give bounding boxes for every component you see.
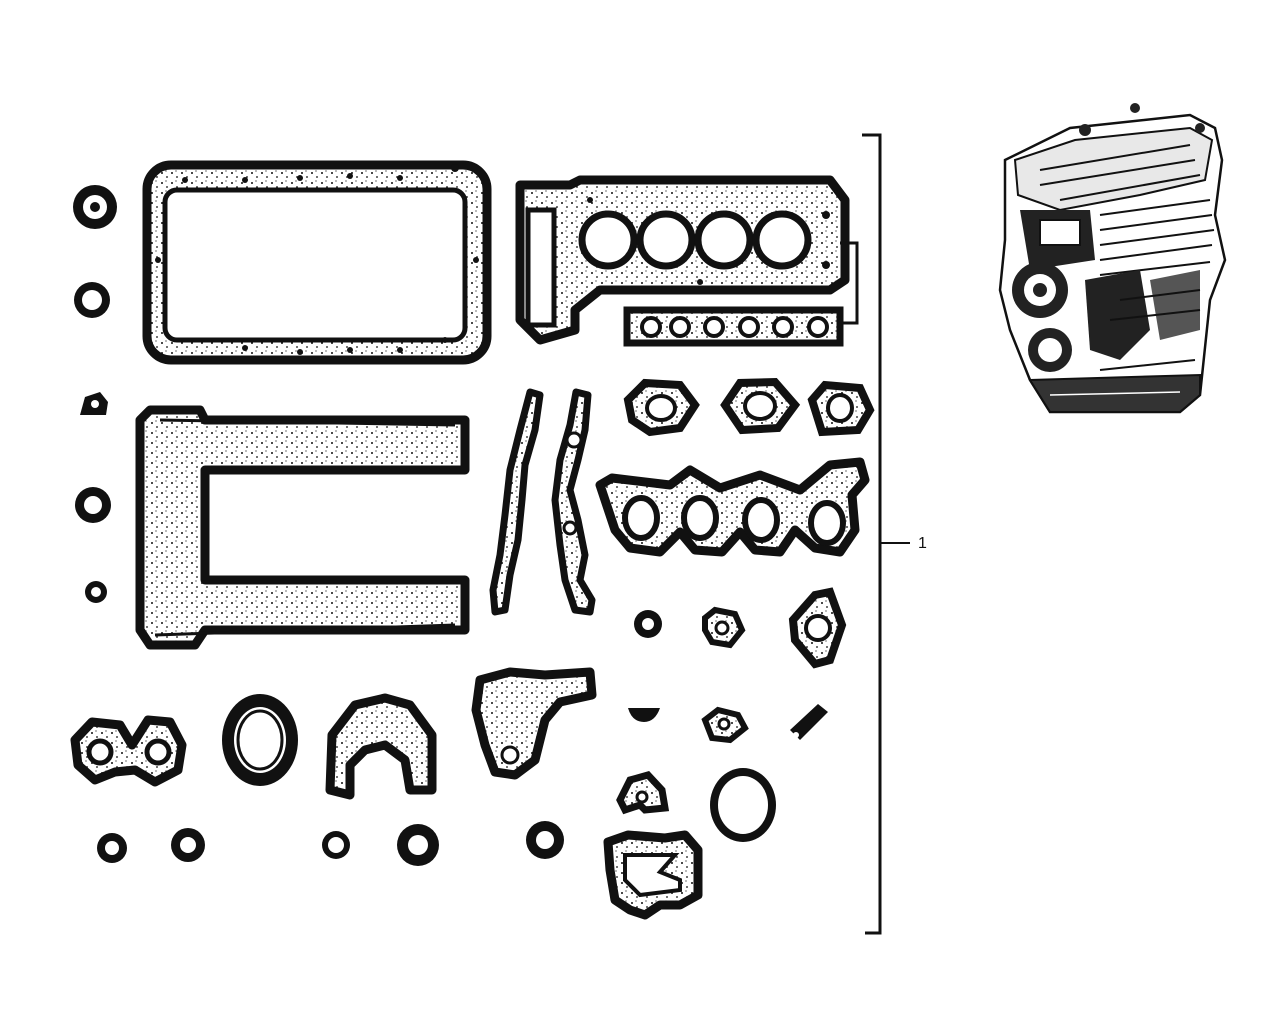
seal-ring-icon xyxy=(634,610,662,638)
flange-gasket-3 xyxy=(807,380,875,437)
small-flange-gasket xyxy=(701,706,749,744)
diamond-flange-gasket xyxy=(788,587,847,669)
kit-bracket xyxy=(862,133,910,935)
flange-gasket-1 xyxy=(623,378,700,437)
oil-pump-gasket xyxy=(603,830,703,920)
arch-gasket xyxy=(325,693,437,800)
cylinder-head-gasket xyxy=(515,175,850,345)
engine-assembly-icon xyxy=(998,103,1227,414)
connector-bracket xyxy=(840,241,859,325)
seal-ring-icon xyxy=(74,282,110,318)
timing-cover-gasket-right xyxy=(551,388,596,616)
water-pump-gasket xyxy=(471,667,597,780)
large-oil-seal xyxy=(222,694,298,786)
half-moon-seal xyxy=(628,708,660,722)
port-strip-gasket xyxy=(623,306,844,347)
seal-ring-icon xyxy=(322,831,350,859)
oil-pan-gasket xyxy=(142,160,492,365)
flange-gasket-2 xyxy=(720,377,801,435)
tab-gasket xyxy=(616,771,670,815)
pin-seal xyxy=(790,704,828,740)
seal-ring-icon xyxy=(97,833,127,863)
timing-cover-gasket-left xyxy=(489,388,544,616)
seal-ring-icon xyxy=(85,581,107,603)
small-flange-gasket xyxy=(702,606,746,649)
seal-ring-icon xyxy=(73,185,117,229)
plug-seal xyxy=(80,392,108,415)
thermostat-housing-gasket xyxy=(70,715,187,787)
manifold-gasket xyxy=(595,457,870,557)
seal-ring-icon xyxy=(75,487,111,523)
o-ring xyxy=(710,768,776,842)
valve-cover-gasket xyxy=(135,405,470,650)
callout-label: 1 xyxy=(918,535,927,552)
seal-ring-icon xyxy=(397,824,439,866)
seal-ring-icon xyxy=(526,821,564,859)
seal-ring-icon xyxy=(171,828,205,862)
